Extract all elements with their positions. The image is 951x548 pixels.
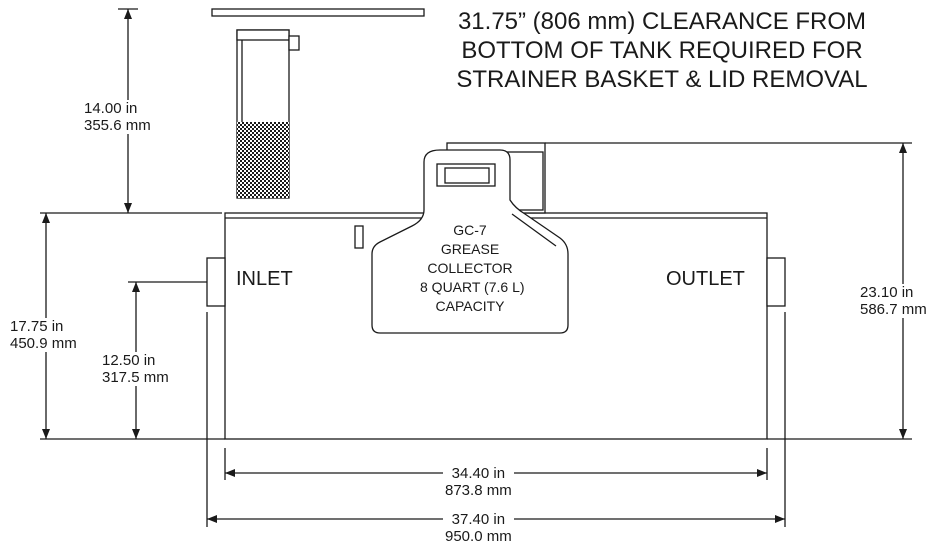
inlet-height-inches: 12.50 in (102, 352, 156, 369)
clearance-note-line-3: STRAINER BASKET & LID REMOVAL (456, 66, 868, 93)
clearance-note-line-2: BOTTOM OF TANK REQUIRED FOR (461, 37, 863, 64)
body-width-mm: 873.8 mm (445, 482, 512, 499)
basket-height-mm: 355.6 mm (84, 117, 151, 134)
inlet-fitting (206, 257, 226, 307)
collector-label-line-3: COLLECTOR (427, 260, 513, 276)
inlet-height-label: 12.50 in 317.5 mm (100, 352, 171, 386)
collector-label-line-2: GREASE (440, 241, 500, 257)
strainer-lid (211, 8, 425, 17)
tank-height-inches: 17.75 in (10, 318, 64, 335)
overall-height-inches: 23.10 in (860, 284, 914, 301)
inlet-height-mm: 317.5 mm (102, 369, 169, 386)
basket-height-label: 14.00 in 355.6 mm (82, 100, 153, 134)
body-width-label: 34.40 in 873.8 mm (443, 465, 514, 499)
inlet-label: INLET (236, 268, 293, 290)
overall-height-mm: 586.7 mm (860, 301, 927, 318)
strainer-basket (236, 29, 300, 199)
body-width-inches: 34.40 in (451, 465, 506, 482)
tank-height-label: 17.75 in 450.9 mm (8, 318, 79, 352)
overall-height-label: 23.10 in 586.7 mm (858, 284, 929, 318)
tank-height-mm: 450.9 mm (10, 335, 77, 352)
overall-width-mm: 950.0 mm (445, 528, 512, 545)
clearance-note-line-1: 31.75” (806 mm) CLEARANCE FROM (457, 8, 867, 35)
outlet-label: OUTLET (666, 268, 745, 290)
collector-label: GC-7 GREASE COLLECTOR 8 QUART (7.6 L) CA… (420, 221, 525, 316)
outlet-fitting (766, 257, 786, 307)
overall-width-label: 37.40 in 950.0 mm (443, 511, 514, 545)
collector-label-line-4: 8 QUART (7.6 L) (420, 279, 525, 295)
basket-height-inches: 14.00 in (84, 100, 138, 117)
collector-label-line-1: GC-7 (453, 222, 487, 238)
clearance-note: 31.75” (806 mm) CLEARANCE FROM BOTTOM OF… (452, 7, 872, 94)
collector-label-line-5: CAPACITY (435, 298, 505, 314)
grease-collector (354, 142, 569, 334)
overall-width-inches: 37.40 in (451, 511, 506, 528)
